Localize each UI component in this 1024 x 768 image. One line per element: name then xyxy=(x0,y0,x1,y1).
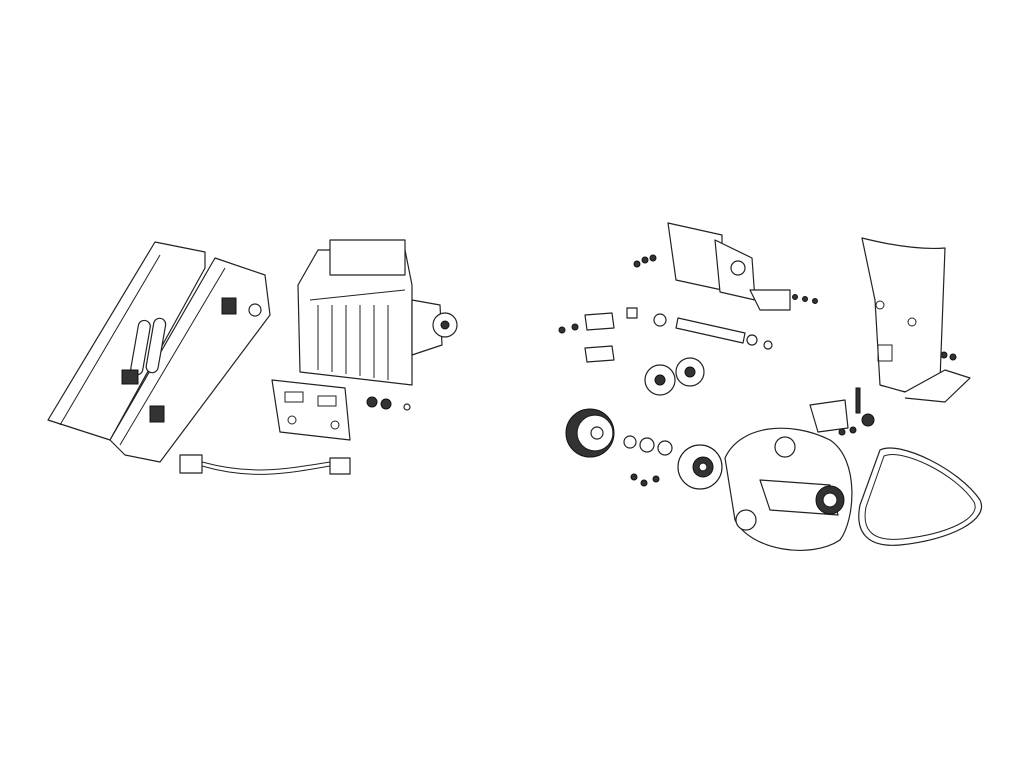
brackets-small xyxy=(584,307,638,363)
drive-wheel xyxy=(565,408,673,458)
pulleys xyxy=(644,357,705,396)
bearing-hub xyxy=(677,444,723,490)
right-assembly xyxy=(558,222,983,551)
cover-panels xyxy=(47,241,271,463)
screws xyxy=(558,254,957,487)
bracket-plate xyxy=(271,379,351,441)
roller xyxy=(653,313,773,350)
print-mechanism xyxy=(297,239,458,386)
sensor-plate xyxy=(667,222,791,311)
curved-cover xyxy=(861,237,971,403)
side-bracket xyxy=(809,387,875,433)
side-frame xyxy=(724,427,853,551)
left-assembly xyxy=(47,239,458,475)
belt xyxy=(858,447,983,546)
small-hardware xyxy=(366,396,411,411)
cable-harness xyxy=(179,454,351,475)
